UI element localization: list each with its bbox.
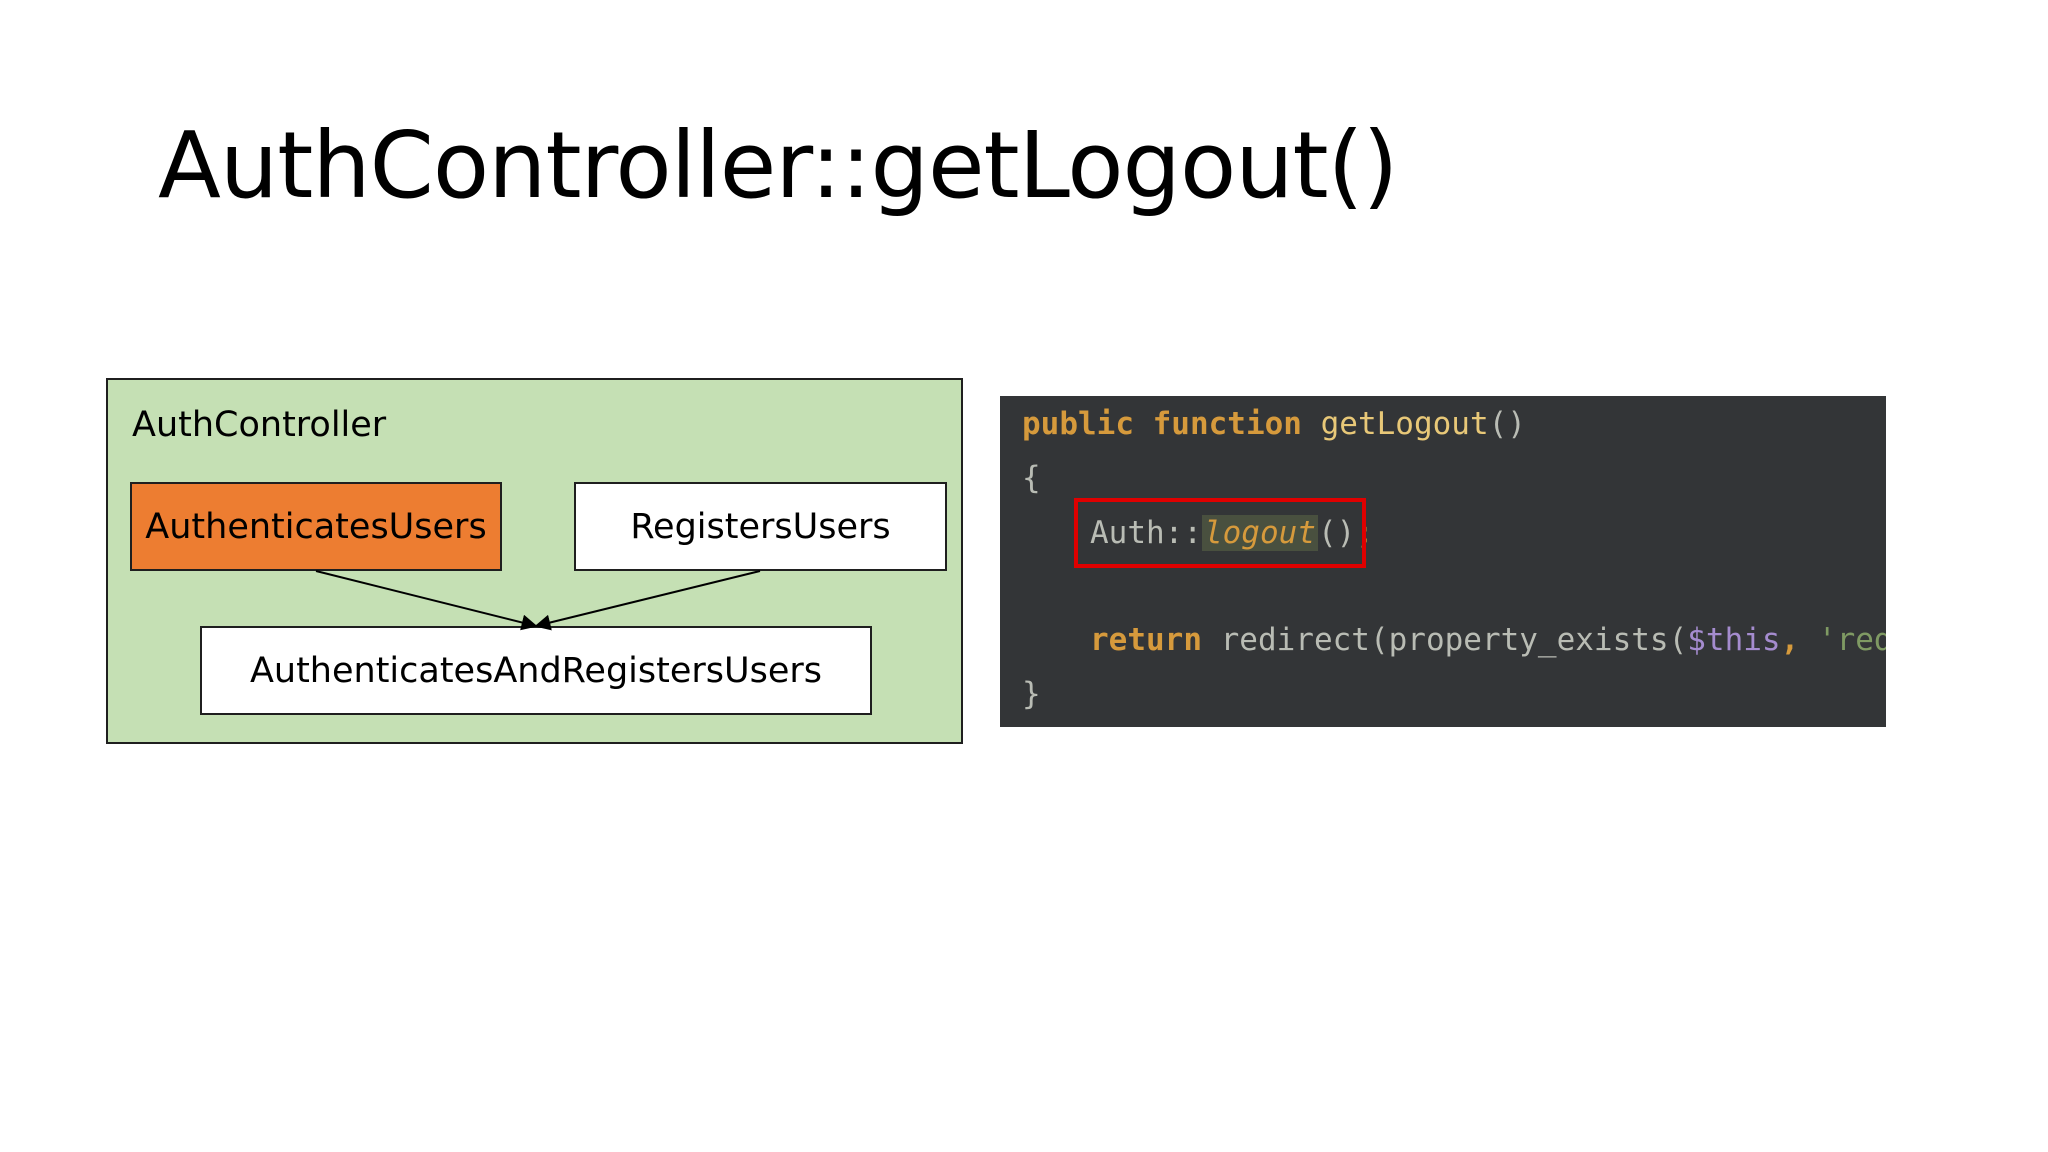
code-panel: public function getLogout() { Auth::logo… [1000, 396, 1886, 727]
logout-call-highlight [1074, 498, 1366, 568]
code-line-2: { [1022, 458, 1041, 498]
code-auth-class-ref: Auth:: [1090, 515, 1202, 551]
code-function-parens: () [1488, 406, 1526, 442]
code-line-4: return redirect(property_exists($this, '… [1090, 620, 1886, 660]
registers-users-box: RegistersUsers [574, 482, 947, 571]
code-function-name: getLogout [1301, 406, 1489, 442]
code-keyword-public: public [1022, 406, 1134, 442]
diagram-container-label: AuthController [132, 405, 387, 445]
code-logout-method: logout [1201, 515, 1318, 551]
code-redirect-call: redirect(property_exists( [1201, 622, 1688, 658]
code-redirect-string: 'redirectAfterLogout') [1817, 622, 1886, 658]
code-line-1: public function getLogout() [1022, 404, 1526, 444]
code-line-3: Auth::logout(); [1090, 513, 1374, 553]
code-keyword-return: return [1090, 622, 1202, 658]
code-open-brace: { [1022, 460, 1041, 496]
code-keyword-function: function [1133, 406, 1302, 442]
auth-controller-diagram: AuthController AuthenticatesUsers Regist… [106, 378, 963, 744]
code-comma: , [1780, 622, 1800, 658]
code-call-parens: () [1317, 515, 1356, 551]
code-close-brace: } [1022, 676, 1041, 712]
code-this-variable: $this [1687, 622, 1781, 658]
authenticates-users-box: AuthenticatesUsers [130, 482, 502, 571]
authenticates-and-registers-users-box: AuthenticatesAndRegistersUsers [200, 626, 872, 715]
slide-title: AuthController::getLogout() [158, 112, 1398, 219]
edge-authenticates-to-combined [315, 570, 538, 631]
diagram-arrows [315, 570, 761, 631]
edge-registers-to-combined [534, 570, 761, 631]
code-line-5: } [1022, 674, 1041, 714]
